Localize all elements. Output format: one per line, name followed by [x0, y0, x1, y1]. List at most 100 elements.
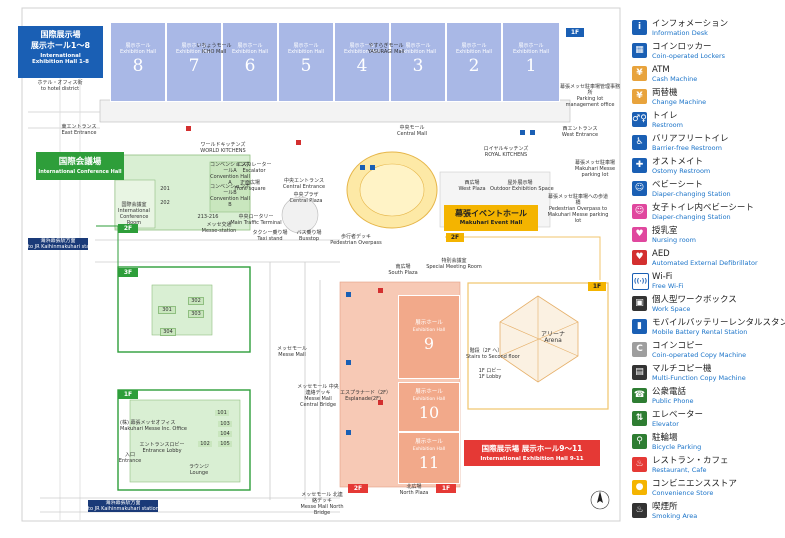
hall-name: 展示ホール	[415, 439, 443, 445]
change-machine-icon: ¥	[632, 89, 647, 104]
multi-copier-icon: ▤	[632, 365, 647, 380]
hall-name: 展示ホール	[349, 43, 375, 49]
legend-label: 公衆電話	[652, 387, 687, 397]
floor-badge: 1F	[588, 282, 606, 291]
hall-6[interactable]: 展示ホール Exhibition Hall 6	[222, 22, 278, 102]
floor-badge: 2F	[118, 224, 138, 233]
hall-name-en: Exhibition Hall	[412, 447, 446, 452]
label-esplanade: エスプラナード（2F）Esplanade(2F)	[340, 390, 392, 402]
legend-label: 両替機	[652, 88, 678, 98]
legend-label: オストメイト	[652, 157, 704, 167]
legend-label-en: Change Machine	[652, 98, 707, 106]
legend-label: 授乳室	[652, 226, 678, 236]
hall-2[interactable]: 展示ホール Exhibition Hall 2	[446, 22, 502, 102]
floor-badge: 2F	[348, 484, 368, 493]
venue-map: 展示ホール Exhibition Hall 8 展示ホール Exhibition…	[18, 7, 621, 522]
hall-4[interactable]: 展示ホール Exhibition Hall 4	[334, 22, 390, 102]
womens-diaper-icon: ☺	[632, 204, 647, 219]
hall-number: 4	[356, 56, 368, 76]
callout-ja: 幕張イベントホール	[455, 209, 527, 218]
restroom-icon: ♂♀	[632, 112, 647, 127]
phone-icon: ☎	[632, 388, 647, 403]
callout-event-hall[interactable]: 幕張イベントホール Makuhari Event Hall	[444, 205, 538, 231]
hall-7[interactable]: 展示ホール Exhibition Hall 7	[166, 22, 222, 102]
legend-label-en: Restaurant, Cafe	[652, 466, 707, 474]
hall-name-en: Exhibition Hall	[512, 49, 549, 55]
hall-name: 展示ホール	[237, 43, 263, 49]
hall-8[interactable]: 展示ホール Exhibition Hall 8	[110, 22, 166, 102]
legend-label: AED	[652, 249, 670, 259]
hall-3[interactable]: 展示ホール Exhibition Hall 3	[390, 22, 446, 102]
legend-label-en: Convenience Store	[652, 489, 714, 497]
locker-icon: ▦	[632, 43, 647, 58]
hall-name-en: Exhibition Hall	[343, 49, 380, 55]
legend-label-en: Ostomy Restroom	[652, 167, 711, 175]
hall-name: 展示ホール	[461, 43, 487, 49]
hall-5[interactable]: 展示ホール Exhibition Hall 5	[278, 22, 334, 102]
callout-en: International Conference Hall	[38, 169, 122, 175]
legend-label-en: Smoking Area	[652, 512, 698, 520]
hall-number: 2	[468, 56, 480, 76]
legend-label: コンビニエンスストア	[652, 479, 737, 489]
legend-label-en: Restroom	[652, 121, 683, 129]
hall-10[interactable]: 展示ホール Exhibition Hall 10	[398, 382, 460, 432]
callout-intl-hall-9-11[interactable]: 国際展示場 展示ホール9〜11 International Exhibition…	[464, 440, 600, 466]
room-202: 202	[160, 200, 170, 206]
battery-icon: ▮	[632, 319, 647, 334]
callout-conference-hall[interactable]: 国際会議場 International Conference Hall	[36, 152, 124, 180]
room-102: 102	[198, 441, 212, 447]
wifi-icon: ((·))	[632, 273, 649, 290]
hall-9[interactable]: 展示ホール Exhibition Hall 9	[398, 295, 460, 379]
legend-label-en: Cash Machine	[652, 75, 698, 83]
hall-name: 展示ホール	[518, 43, 544, 49]
legend-label: コインコピー	[652, 341, 704, 351]
hall-number: 10	[418, 403, 440, 422]
legend-label-en: Multi-Function Copy Machine	[652, 374, 746, 382]
hall-name: 展示ホール	[415, 389, 443, 395]
hall-number: 3	[412, 56, 424, 76]
hall-1[interactable]: 展示ホール Exhibition Hall 1	[502, 22, 560, 102]
callout-en: Makuhari Event Hall	[459, 220, 523, 226]
legend-label-en: Information Desk	[652, 29, 708, 37]
hall-11[interactable]: 展示ホール Exhibition Hall 11	[398, 432, 460, 484]
callout-intl-hall-1-8[interactable]: 国際展示場 展示ホール1〜8 International Exhibition …	[18, 26, 103, 78]
nursing-icon: ♥	[632, 227, 647, 242]
label-stairs: 階段（2F へ）Stairs to Second floor	[466, 348, 520, 360]
legend-label: インフォメーション	[652, 19, 729, 29]
hall-name-en: Exhibition Hall	[175, 49, 212, 55]
info-icon: i	[632, 20, 647, 35]
